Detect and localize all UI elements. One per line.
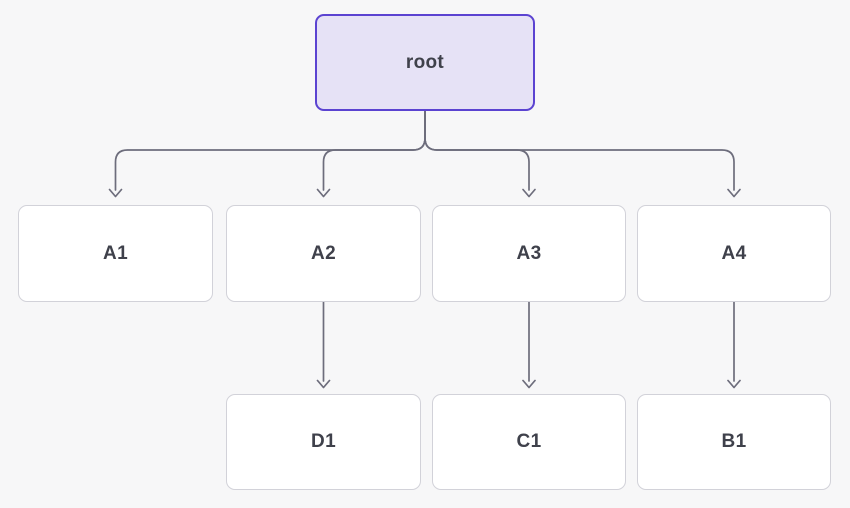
node-c1[interactable]: C1 [432, 394, 626, 490]
node-a3[interactable]: A3 [432, 205, 626, 302]
node-a2[interactable]: A2 [226, 205, 421, 302]
node-a3-label: A3 [516, 242, 542, 264]
node-a1[interactable]: A1 [18, 205, 213, 302]
node-a1-label: A1 [103, 242, 128, 264]
node-d1[interactable]: D1 [226, 394, 421, 490]
arrowhead-a4-b1 [727, 379, 741, 389]
arrowhead-root-a2 [316, 188, 331, 198]
node-a2-label: A2 [311, 242, 336, 264]
node-root[interactable]: root [315, 14, 535, 111]
arrowhead-root-a1 [108, 188, 123, 198]
arrowhead-a2-d1 [316, 379, 331, 389]
edge-root-a1 [114, 110, 426, 191]
arrowhead-root-a4 [727, 188, 741, 198]
node-b1-label: B1 [721, 431, 747, 452]
node-b1[interactable]: B1 [637, 394, 831, 490]
node-a4[interactable]: A4 [637, 205, 831, 302]
arrowhead-root-a3 [522, 188, 536, 198]
node-d1-label: D1 [311, 431, 336, 452]
arrowhead-a3-c1 [522, 379, 536, 389]
node-c1-label: C1 [516, 431, 542, 452]
edge-root-a4 [424, 110, 735, 191]
edge-root-a3 [424, 110, 530, 191]
node-a4-label: A4 [721, 242, 747, 264]
edge-root-a2 [322, 110, 426, 191]
node-root-label: root [405, 51, 445, 73]
